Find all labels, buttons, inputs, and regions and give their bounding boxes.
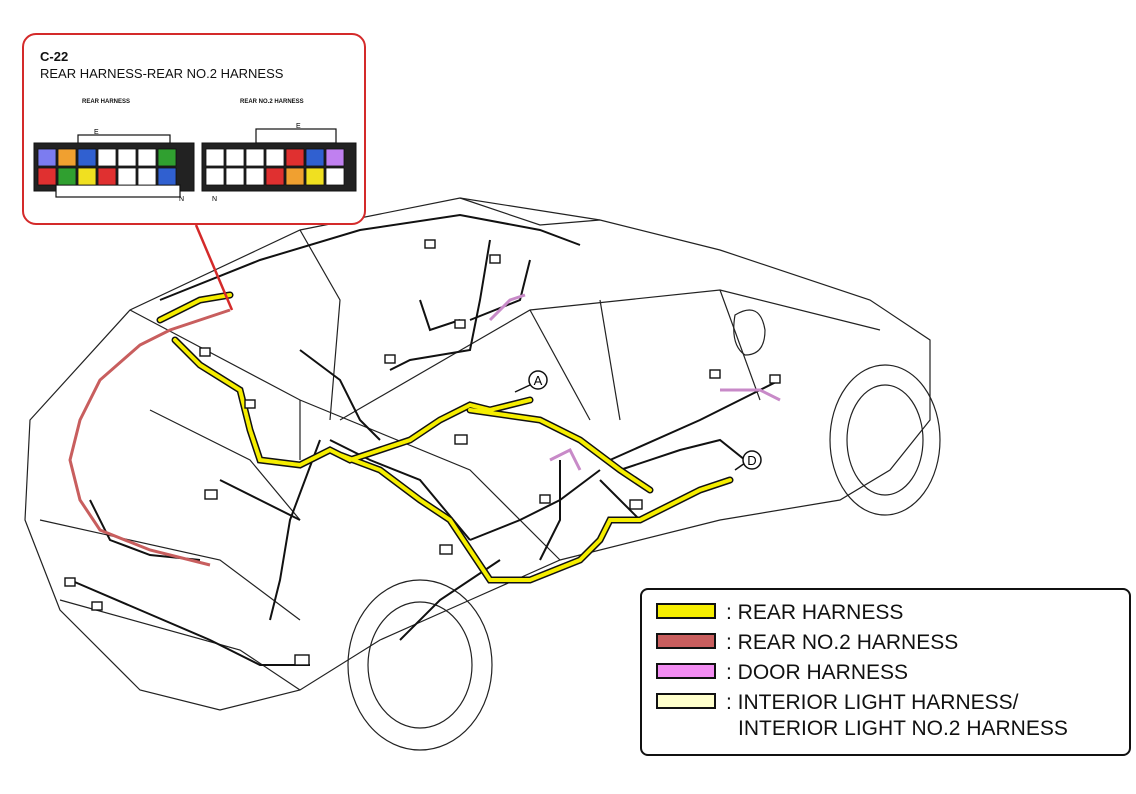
rear-wheel xyxy=(347,579,493,751)
marker-a: A xyxy=(514,370,548,393)
harness-connectors xyxy=(64,239,781,666)
legend-label-interior-light-group: : INTERIOR LIGHT HARNESS/ INTERIOR LIGHT… xyxy=(716,690,1068,742)
other-wiring xyxy=(69,213,781,666)
connector-code: C-22 xyxy=(40,49,69,64)
car-body-outline xyxy=(24,197,931,711)
front-wheel xyxy=(829,364,941,516)
legend-label-interior-light-harness: : INTERIOR LIGHT HARNESS/ xyxy=(726,691,1019,714)
side-mirror xyxy=(733,309,766,356)
left-connector: E N xyxy=(33,129,195,203)
left-pin-mark-n: N xyxy=(179,196,184,203)
legend-item-door-harness: : DOOR HARNESS xyxy=(656,660,908,686)
connector-callout: C-22 REAR HARNESS-REAR NO.2 HARNESS REAR… xyxy=(22,33,366,225)
legend-item-interior-light-harness: : INTERIOR LIGHT HARNESS/ INTERIOR LIGHT… xyxy=(656,690,1068,742)
legend-label-rear-no2-harness: : REAR NO.2 HARNESS xyxy=(726,631,959,654)
left-pin-mark-e: E xyxy=(94,129,99,136)
left-connector-label: REAR HARNESS xyxy=(82,99,131,105)
right-connector-label: REAR NO.2 HARNESS xyxy=(240,99,304,105)
legend-swatch-interior-light-harness xyxy=(656,693,716,709)
legend-item-rear-no2-harness: : REAR NO.2 HARNESS xyxy=(656,630,958,656)
marker-a-label: A xyxy=(534,373,543,388)
legend-swatch-rear-harness xyxy=(656,603,716,619)
connector-pinouts: E N E N xyxy=(33,123,357,203)
legend-item-rear-harness: : REAR HARNESS xyxy=(656,600,903,626)
callout-leader-line xyxy=(194,224,234,311)
legend-label-door-harness: : DOOR HARNESS xyxy=(726,661,909,684)
right-pin-mark-n: N xyxy=(212,196,217,203)
connector-title: REAR HARNESS-REAR NO.2 HARNESS xyxy=(40,66,284,81)
marker-d: D xyxy=(734,450,762,471)
right-connector: E N xyxy=(201,123,357,203)
marker-d-label: D xyxy=(747,453,756,468)
legend-swatch-rear-no2-harness xyxy=(656,633,716,649)
rear-harness-route xyxy=(156,291,734,584)
legend-swatch-door-harness xyxy=(656,663,716,679)
right-pin-mark-e: E xyxy=(296,123,301,130)
legend-label-rear-harness: : REAR HARNESS xyxy=(726,601,904,624)
legend-label-interior-light-no2-harness: INTERIOR LIGHT NO.2 HARNESS xyxy=(738,717,1068,740)
rear-no2-harness-route xyxy=(68,308,231,567)
harness-legend: : REAR HARNESS : REAR NO.2 HARNESS : DOO… xyxy=(640,588,1131,756)
door-harness-route xyxy=(488,293,781,471)
